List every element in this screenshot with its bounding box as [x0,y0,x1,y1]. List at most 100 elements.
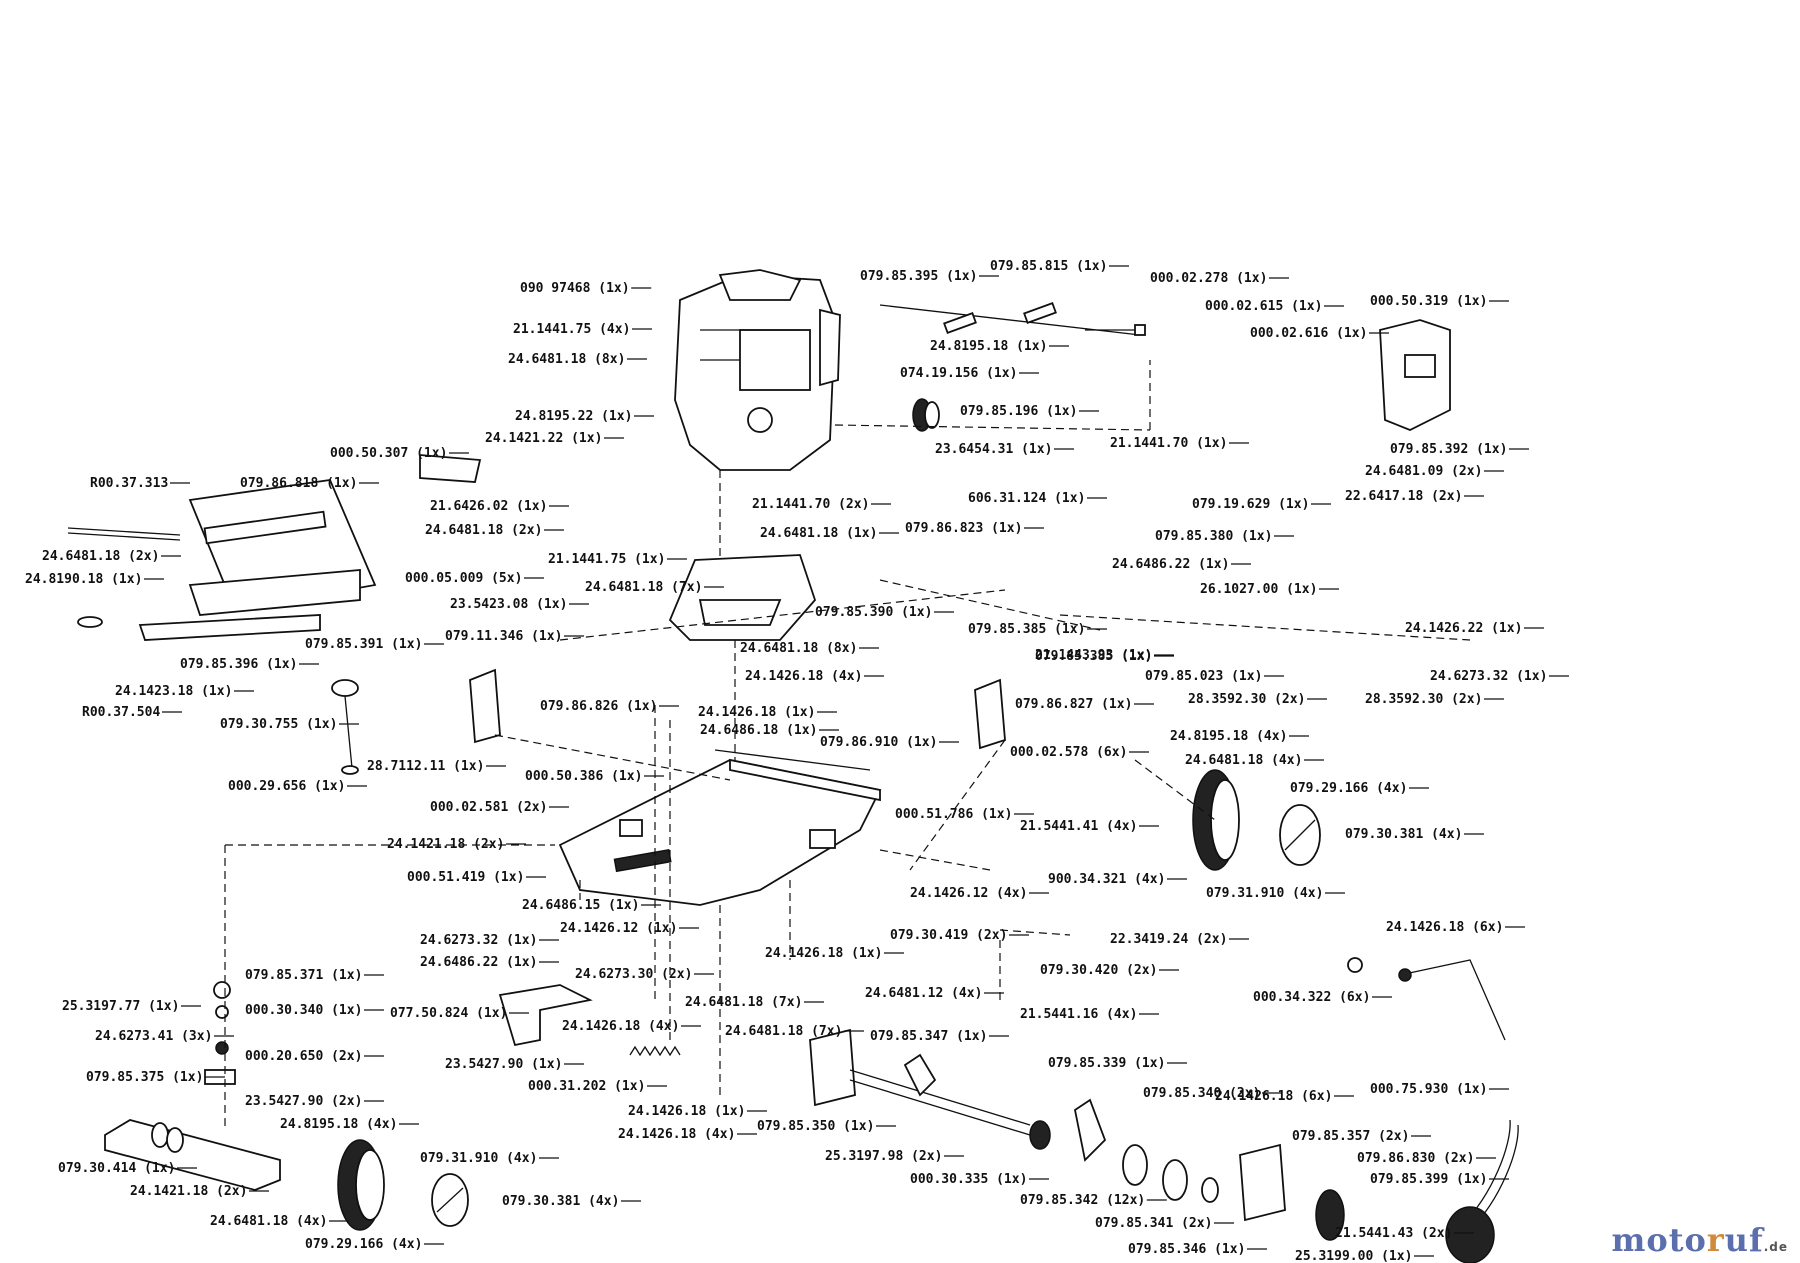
part-label-38: 24.6486.22 (1x) [1112,557,1229,572]
part-label-72: 24.1421.18 (2x) [387,837,504,852]
part-label-119: 000.30.335 (1x) [910,1172,1027,1187]
rear-right-wheel [1192,769,1321,871]
part-label-97: 000.20.650 (2x) [245,1049,362,1064]
part-label-127: 25.3199.00 (1x) [1295,1249,1412,1263]
part-label-35: 24.6481.18 (1x) [760,526,877,541]
part-label-79: 24.6273.32 (1x) [420,933,537,948]
part-label-57: 24.1426.18 (1x) [698,705,815,720]
part-label-69: 000.51.786 (1x) [895,807,1012,822]
part-label-126: 079.85.346 (1x) [1128,1242,1245,1257]
part-label-11: 24.6481.18 (2x) [42,549,159,564]
part-label-74: 000.51.419 (1x) [407,870,524,885]
part-label-25: 074.19.156 (1x) [900,366,1017,381]
part-label-43: 079.85.390 (1x) [815,605,932,620]
part-label-1: 090 97468 (1x) [520,281,630,296]
lever-bracket [498,984,593,1047]
side-brackets [469,668,1006,750]
part-label-62: 000.29.656 (1x) [228,779,345,794]
part-label-14: 079.85.396 (1x) [180,657,297,672]
part-label-101: 23.5427.90 (1x) [445,1057,562,1072]
part-label-6: 000.50.307 (1x) [330,446,447,461]
part-label-34: 21.1441.70 (2x) [752,497,869,512]
part-label-47: 26.1027.00 (1x) [1200,582,1317,597]
scarifier-shaft [809,1028,1345,1241]
watermark-part-2: r [1706,1221,1725,1259]
part-label-31: 21.1441.70 (1x) [1110,436,1227,451]
part-label-42: 079.11.346 (1x) [445,629,562,644]
part-label-52: 24.6273.32 (1x) [1430,669,1547,684]
belt-cover [1379,319,1451,431]
part-label-71: 079.30.381 (4x) [1345,827,1462,842]
part-label-114: 079.31.910 (4x) [420,1151,537,1166]
part-label-94: 24.6273.41 (3x) [95,1029,212,1044]
part-label-109: 24.8195.18 (4x) [280,1117,397,1132]
part-label-15: 079.85.391 (1x) [305,637,422,652]
part-label-80: 24.6486.22 (1x) [420,955,537,970]
part-label-96: 21.5441.16 (4x) [1020,1007,1137,1022]
part-label-107: 24.1426.18 (6x) [1215,1089,1332,1104]
part-label-116: 25.3197.98 (2x) [825,1149,942,1164]
motoruf-watermark: motoruf.de [1611,1221,1788,1259]
part-label-2: 21.1441.75 (4x) [513,322,630,337]
part-label-18: 079.85.395 (1x) [860,269,977,284]
part-label-83: 22.3419.24 (2x) [1110,932,1227,947]
adjust-bar [879,302,1146,336]
part-number-labels: 090 97468 (1x) 21.1441.75 (4x) 24.6481.18 … [25,259,1547,1263]
engine-bracket [668,554,817,641]
part-label-5: 24.1421.22 (1x) [485,431,602,446]
part-label-8: 079.86.818 (1x) [240,476,357,491]
part-label-26: 079.85.196 (1x) [960,404,1077,419]
part-label-99: 079.85.347 (1x) [870,1029,987,1044]
part-label-105: 24.1426.18 (1x) [628,1104,745,1119]
part-label-9: 21.6426.02 (1x) [430,499,547,514]
part-label-117: 079.85.399 (1x) [1370,1172,1487,1187]
part-label-103: 000.31.202 (1x) [528,1079,645,1094]
front-left-wheel [337,1139,469,1231]
part-label-32: 606.31.124 (1x) [968,491,1085,506]
part-label-70: 21.5441.41 (4x) [1020,819,1137,834]
front-axle [104,1119,281,1191]
part-label-95: 24.1426.18 (4x) [562,1019,679,1034]
part-label-112: 079.85.357 (2x) [1292,1129,1409,1144]
part-label-44: 079.85.385 (1x) [968,622,1085,637]
part-label-111: 24.1426.18 (4x) [618,1127,735,1142]
part-label-100: 079.85.375 (1x) [86,1070,203,1085]
part-label-50: 28.3592.30 (2x) [1188,692,1305,707]
side-cover [1347,957,1506,1041]
part-label-45: 079.85.385 (1x) [1035,649,1152,664]
part-label-75: 079.31.910 (4x) [1206,886,1323,901]
part-label-77: 24.1426.12 (4x) [910,886,1027,901]
part-label-65: 24.8195.18 (4x) [1170,729,1287,744]
part-label-104: 23.5427.90 (2x) [245,1094,362,1109]
part-label-40: 24.6481.18 (7x) [585,580,702,595]
part-label-98: 24.6481.18 (7x) [725,1024,842,1039]
part-label-37: 079.85.380 (1x) [1155,529,1272,544]
mower-drawing [67,269,1519,1263]
part-label-49: 079.85.023 (1x) [1145,669,1262,684]
part-label-46: 21.1443.93 (1x) [1035,648,1152,663]
part-label-30: 22.6417.18 (2x) [1345,489,1462,504]
spring [629,1045,681,1057]
part-label-7: R00.37.313 [90,476,168,491]
part-label-4: 24.8195.22 (1x) [515,409,632,424]
part-label-12: 24.8190.18 (1x) [25,572,142,587]
height-adjust-knob [331,679,359,775]
part-label-29: 24.6481.09 (2x) [1365,464,1482,479]
part-label-27: 23.6454.31 (1x) [935,442,1052,457]
part-label-81: 24.6273.30 (2x) [575,967,692,982]
part-label-54: 24.1426.18 (4x) [745,669,862,684]
part-label-19: 079.85.815 (1x) [990,259,1107,274]
leader-lines [144,265,1569,1257]
part-label-39: 21.1441.75 (1x) [548,552,665,567]
assembly-guides [224,360,1471,1130]
engine-pulley [912,398,940,432]
part-label-86: 24.1426.18 (1x) [765,946,882,961]
part-label-93: 000.34.322 (6x) [1253,990,1370,1005]
part-label-82: 079.30.419 (2x) [890,928,1007,943]
part-label-33: 079.19.629 (1x) [1192,497,1309,512]
part-label-89: 000.30.340 (1x) [245,1003,362,1018]
watermark-tld: .de [1763,1240,1788,1254]
part-label-122: 079.30.381 (4x) [502,1194,619,1209]
part-label-24: 24.8195.18 (1x) [930,339,1047,354]
